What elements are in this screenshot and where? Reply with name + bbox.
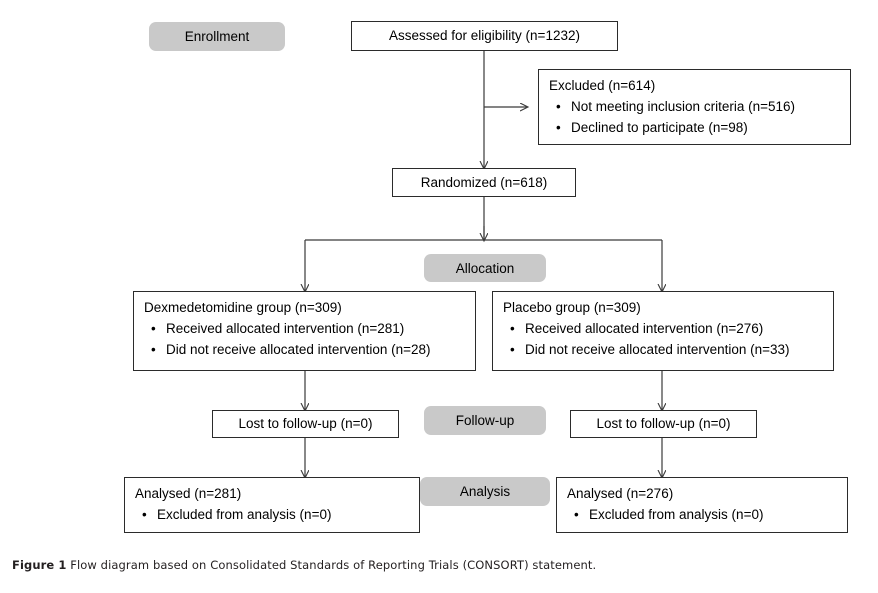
node-assessed-label: Assessed for eligibility (n=1232): [389, 28, 580, 44]
node-dex-analysis-heading: Analysed (n=281): [135, 486, 242, 501]
bullet-icon: •: [574, 506, 579, 522]
bullet-icon: •: [556, 98, 561, 114]
node-randomized-label: Randomized (n=618): [420, 174, 548, 190]
node-placebo-analysis: Analysed (n=276) • Excluded from analysi…: [556, 477, 848, 533]
list-item: • Declined to participate (n=98): [549, 119, 841, 137]
stage-label-followup: Follow-up: [455, 413, 515, 428]
node-placebo-followup: Lost to follow-up (n=0): [570, 410, 757, 438]
bullet-icon: •: [151, 320, 156, 336]
list-item: • Did not receive allocated intervention…: [144, 341, 466, 359]
node-excluded-heading: Excluded (n=614): [549, 78, 656, 93]
node-dexmedetomidine-followup: Lost to follow-up (n=0): [212, 410, 399, 438]
stage-label-allocation: Allocation: [455, 260, 515, 276]
list-item-label: Received allocated intervention (n=281): [166, 320, 405, 336]
list-item: • Received allocated intervention (n=276…: [503, 320, 824, 338]
list-item: • Excluded from analysis (n=0): [567, 506, 838, 524]
stage-badge-allocation: Allocation: [424, 254, 546, 282]
node-dexmedetomidine-allocation: Dexmedetomidine group (n=309) • Received…: [133, 291, 476, 371]
list-item: • Not meeting inclusion criteria (n=516): [549, 98, 841, 116]
list-item: • Excluded from analysis (n=0): [135, 506, 410, 524]
list-item-label: Did not receive allocated intervention (…: [166, 341, 431, 357]
node-dex-list: • Received allocated intervention (n=281…: [144, 320, 466, 359]
list-item: • Did not receive allocated intervention…: [503, 341, 824, 359]
bullet-icon: •: [151, 341, 156, 357]
node-dex-followup-label: Lost to follow-up (n=0): [238, 416, 373, 432]
figure-caption-text: Flow diagram based on Consolidated Stand…: [70, 558, 597, 572]
node-placebo-heading: Placebo group (n=309): [503, 300, 641, 315]
node-placebo-analysis-list: • Excluded from analysis (n=0): [567, 506, 838, 524]
list-item-label: Did not receive allocated intervention (…: [525, 341, 790, 357]
list-item: • Received allocated intervention (n=281…: [144, 320, 466, 338]
node-placebo-analysis-heading: Analysed (n=276): [567, 486, 674, 501]
list-item-label: Not meeting inclusion criteria (n=516): [571, 98, 795, 114]
stage-badge-followup: Follow-up: [424, 406, 546, 435]
node-excluded: Excluded (n=614) • Not meeting inclusion…: [538, 69, 851, 145]
node-placebo-list: • Received allocated intervention (n=276…: [503, 320, 824, 359]
list-item-label: Excluded from analysis (n=0): [157, 506, 332, 522]
list-item-label: Declined to participate (n=98): [571, 119, 748, 135]
bullet-icon: •: [142, 506, 147, 522]
node-placebo-followup-label: Lost to follow-up (n=0): [596, 416, 731, 432]
list-item-label: Excluded from analysis (n=0): [589, 506, 764, 522]
bullet-icon: •: [510, 341, 515, 357]
node-dex-heading: Dexmedetomidine group (n=309): [144, 300, 342, 315]
node-assessed-for-eligibility: Assessed for eligibility (n=1232): [351, 21, 618, 51]
list-item-label: Received allocated intervention (n=276): [525, 320, 764, 336]
node-placebo-allocation: Placebo group (n=309) • Received allocat…: [492, 291, 834, 371]
stage-badge-analysis: Analysis: [420, 477, 550, 506]
stage-label-analysis: Analysis: [459, 484, 511, 499]
node-randomized: Randomized (n=618): [392, 168, 576, 197]
stage-label-enrollment: Enrollment: [184, 29, 250, 44]
figure-caption: Figure 1 Flow diagram based on Consolida…: [12, 558, 862, 572]
bullet-icon: •: [510, 320, 515, 336]
node-dexmedetomidine-analysis: Analysed (n=281) • Excluded from analysi…: [124, 477, 420, 533]
bullet-icon: •: [556, 119, 561, 135]
figure-number: Figure 1: [12, 558, 67, 572]
stage-badge-enrollment: Enrollment: [149, 22, 285, 51]
node-excluded-list: • Not meeting inclusion criteria (n=516)…: [549, 98, 841, 137]
node-dex-analysis-list: • Excluded from analysis (n=0): [135, 506, 410, 524]
